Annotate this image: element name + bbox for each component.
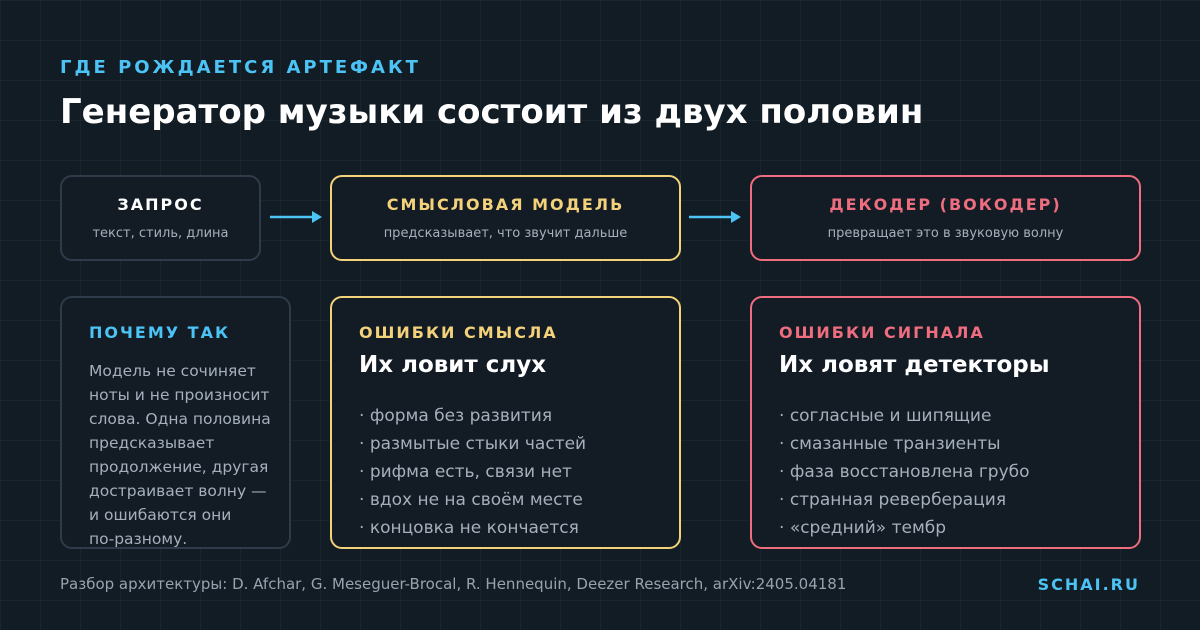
page-title: Генератор музыки состоит из двух половин [60,92,924,132]
why-text-line: достраивает волну — [89,482,267,500]
meaning-errors-eyebrow: ОШИБКИ СМЫСЛА [359,323,558,342]
why-card-eyebrow: ПОЧЕМУ ТАК [89,323,231,342]
list-item: рифма есть, связи нет [359,458,586,486]
step-request: ЗАПРОС текст, стиль, длина [60,175,261,261]
list-item: смазанные транзиенты [779,430,1030,458]
signal-errors-heading: Их ловят детекторы [779,352,1050,378]
brand-logo-text[interactable]: SCHAI.RU [1037,575,1140,594]
step-decoder: ДЕКОДЕР (ВОКОДЕР) превращает это в звуко… [750,175,1141,261]
why-card-text: Модель не сочиняет ноты и не произносит … [89,359,291,551]
arrow-right-icon [270,211,322,223]
list-item: «средний» тембр [779,514,1030,542]
why-card: ПОЧЕМУ ТАК Модель не сочиняет ноты и не … [60,296,291,549]
why-text-line: слова. Одна половина [89,410,271,428]
why-text-line: Модель не сочиняет [89,362,256,380]
why-text-line: по-разному. [89,530,188,548]
signal-errors-eyebrow: ОШИБКИ СИГНАЛА [779,323,985,342]
list-item: странная реверберация [779,486,1030,514]
why-text-line: и ошибаются они [89,506,232,524]
meaning-errors-heading: Их ловит слух [359,352,547,378]
step-request-title: ЗАПРОС [117,195,204,214]
list-item: концовка не кончается [359,514,586,542]
signal-errors-card: ОШИБКИ СИГНАЛА Их ловят детекторы соглас… [750,296,1141,549]
step-semantic-model: СМЫСЛОВАЯ МОДЕЛЬ предсказывает, что звуч… [330,175,681,261]
step-request-desc: текст, стиль, длина [92,226,229,241]
source-citation: Разбор архитектуры: D. Afchar, G. Mesegu… [60,575,847,593]
step-decoder-desc: превращает это в звуковую волну [827,226,1064,241]
step-decoder-title: ДЕКОДЕР (ВОКОДЕР) [829,195,1062,214]
why-text-line: ноты и не произносит [89,386,270,404]
meaning-errors-list: форма без развития размытые стыки частей… [359,402,586,542]
section-eyebrow: ГДЕ РОЖДАЕТСЯ АРТЕФАКТ [60,57,421,78]
list-item: фаза восстановлена грубо [779,458,1030,486]
meaning-errors-card: ОШИБКИ СМЫСЛА Их ловит слух форма без ра… [330,296,681,549]
arrow-right-icon [689,211,741,223]
step-semantic-model-title: СМЫСЛОВАЯ МОДЕЛЬ [386,195,625,214]
why-text-line: продолжение, другая [89,458,269,476]
list-item: размытые стыки частей [359,430,586,458]
list-item: вдох не на своём месте [359,486,586,514]
step-semantic-model-desc: предсказывает, что звучит дальше [383,226,628,241]
why-text-line: предсказывает [89,434,215,452]
list-item: форма без развития [359,402,586,430]
signal-errors-list: согласные и шипящие смазанные транзиенты… [779,402,1030,542]
list-item: согласные и шипящие [779,402,1030,430]
